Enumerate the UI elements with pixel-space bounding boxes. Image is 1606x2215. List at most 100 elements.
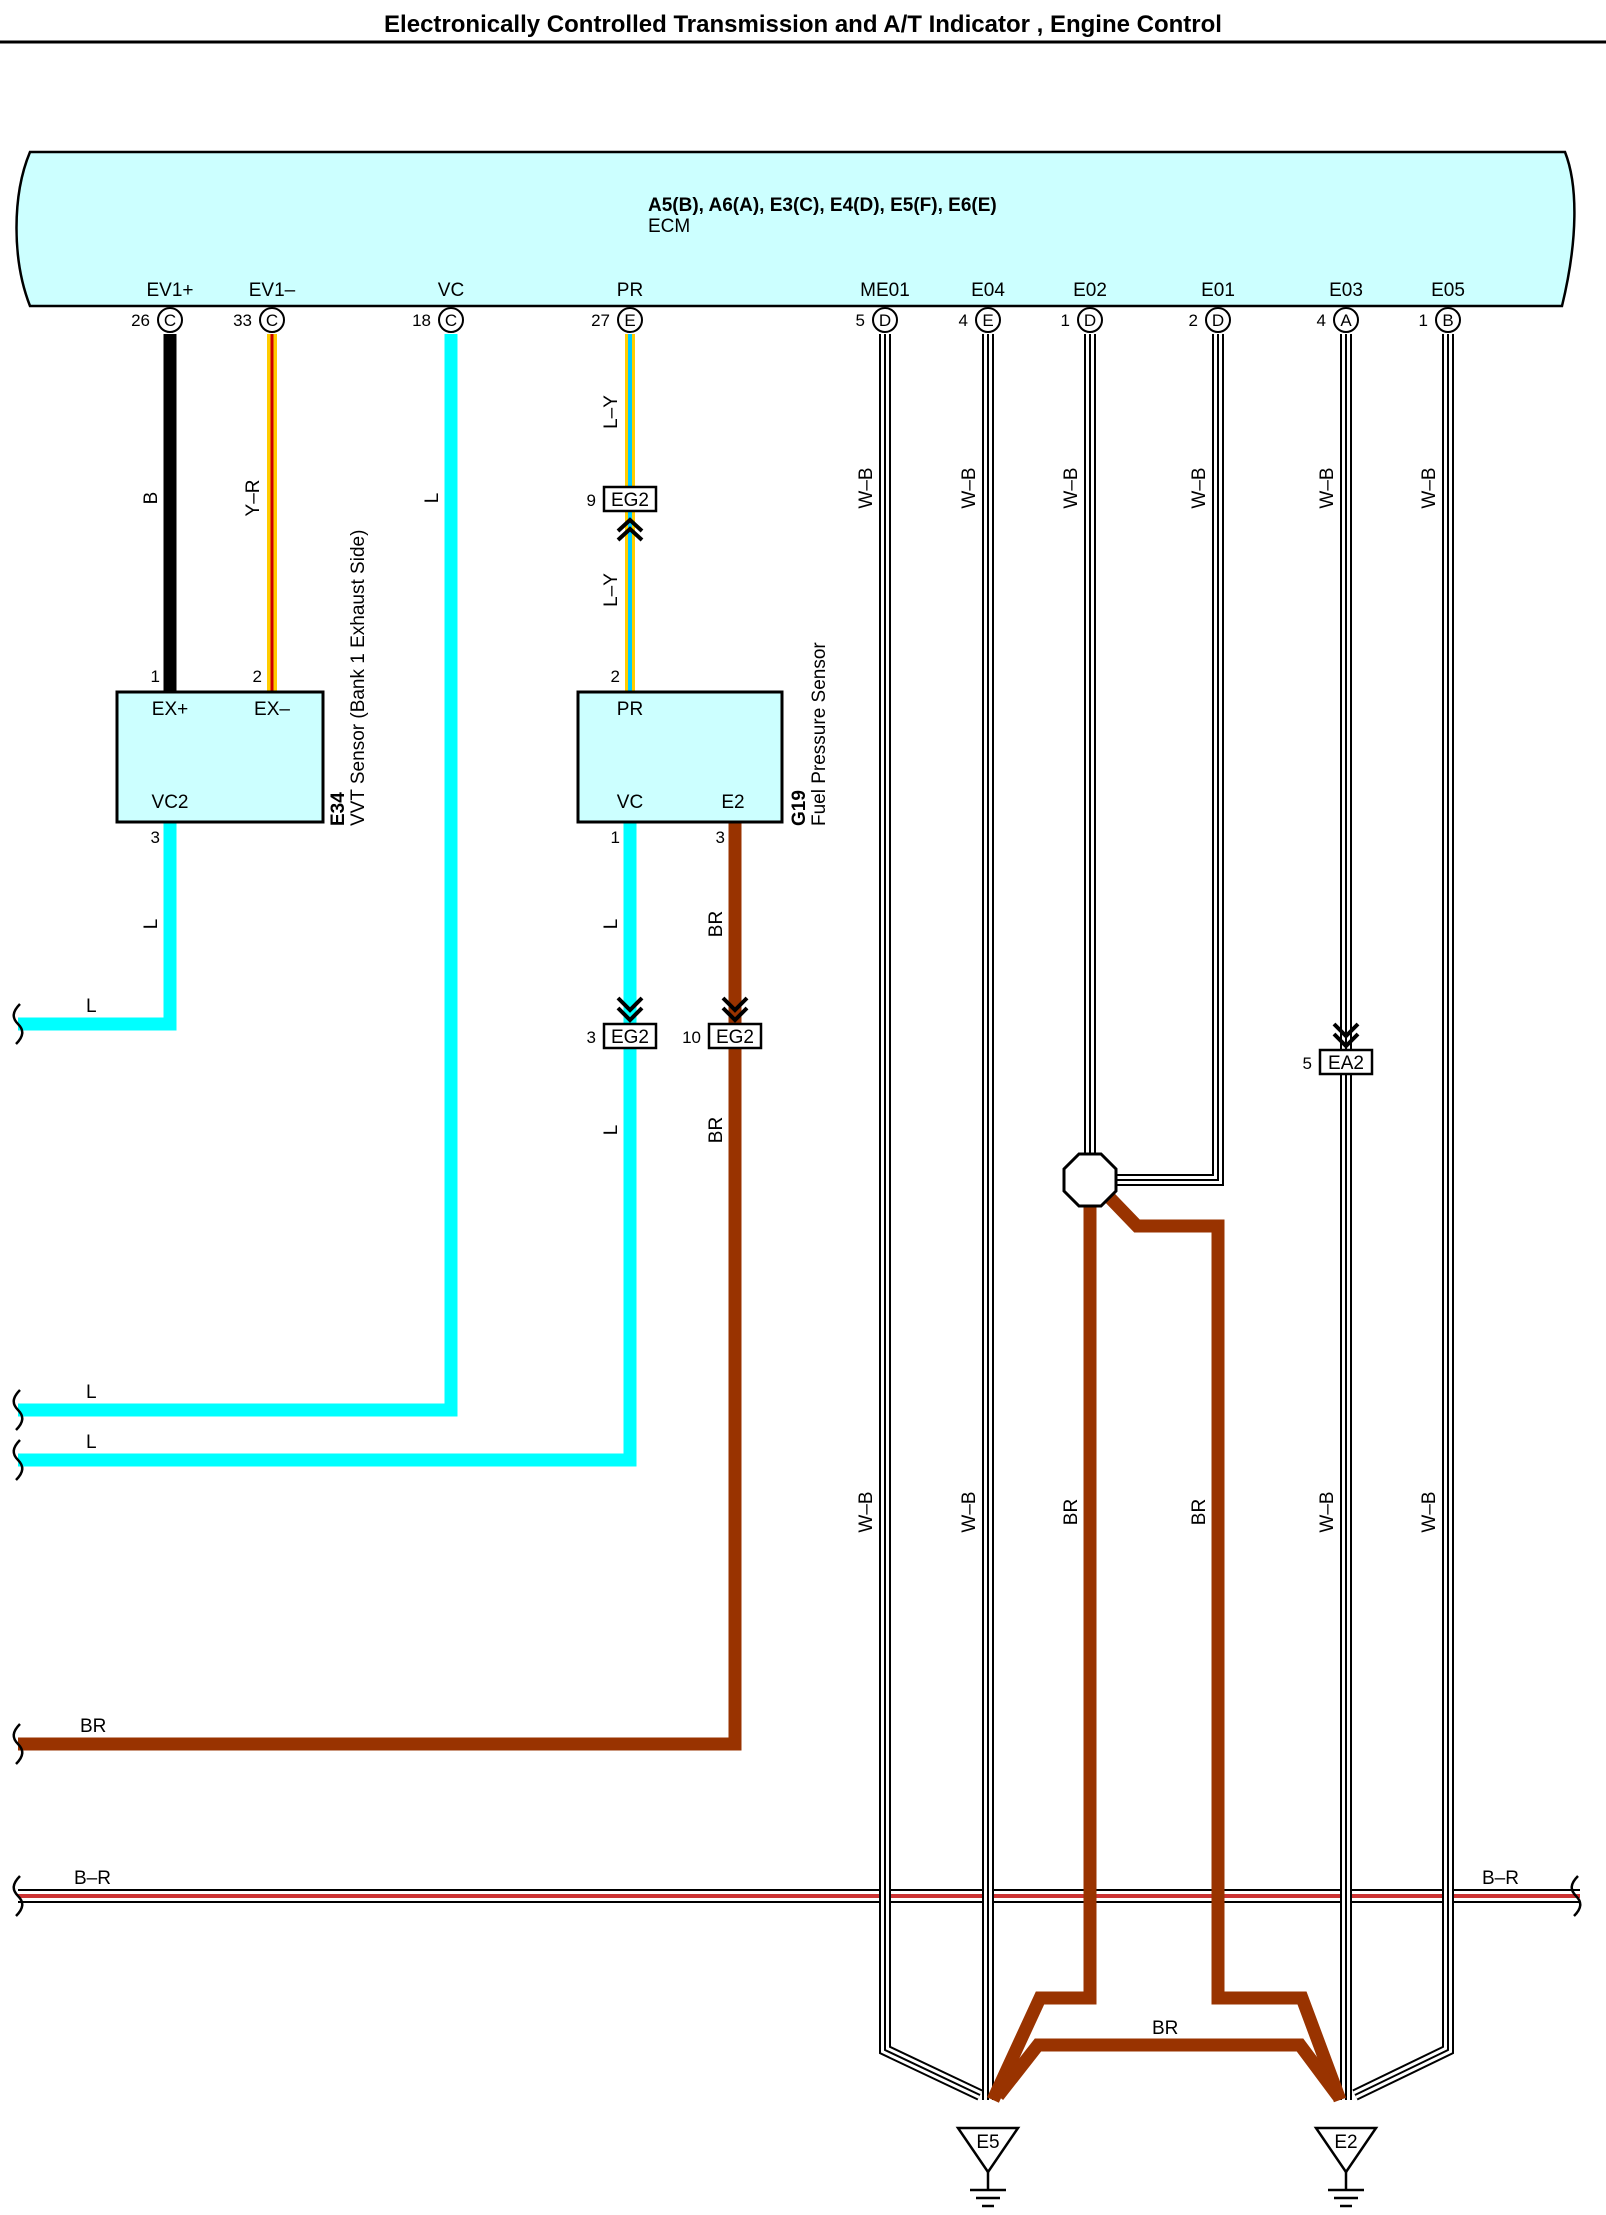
vvt-pin-num-3: 3 — [151, 828, 160, 847]
pin-2-d: D 2 — [1189, 307, 1231, 333]
fuel-sensor-code: G19 — [789, 790, 810, 826]
label-wb-e04-low: W–B — [959, 1491, 980, 1532]
svg-text:C: C — [445, 311, 457, 330]
label-l-y-1: L–Y — [601, 395, 622, 429]
svg-text:E5: E5 — [976, 2132, 999, 2153]
vvt-pin-vc2: VC2 — [152, 792, 189, 813]
ground-e2: E2 — [1313, 2126, 1379, 2208]
label-br-fuel-1: BR — [706, 911, 727, 937]
vvt-sensor-body — [115, 690, 325, 824]
svg-text:C: C — [164, 311, 176, 330]
wb-wires-center — [884, 334, 1449, 2100]
svg-text:18: 18 — [412, 311, 431, 330]
pin-name-ev1-plus: EV1+ — [146, 280, 193, 301]
svg-text:4: 4 — [1317, 311, 1326, 330]
vvt-pin-ex-minus: EX– — [254, 699, 290, 720]
svg-text:C: C — [266, 311, 278, 330]
wire-labels-horizontal: L L L BR B–R B–R BR — [74, 996, 1519, 2039]
svg-text:5: 5 — [856, 311, 865, 330]
pin-27-e: E 27 — [591, 307, 643, 333]
svg-text:EG2: EG2 — [716, 1027, 754, 1048]
label-wb-me01-low: W–B — [856, 1491, 877, 1532]
svg-text:9: 9 — [587, 491, 596, 510]
svg-text:E: E — [982, 311, 993, 330]
label-l-fuel-1: L — [601, 919, 622, 930]
fuel-pin-num-3: 3 — [716, 828, 725, 847]
vvt-sensor: EX+ EX– VC2 1 2 3 E34 VVT Sensor (Bank 1… — [115, 530, 369, 847]
pin-name-e05: E05 — [1431, 280, 1465, 301]
label-br-e01-low: BR — [1189, 1499, 1210, 1525]
label-b: B — [141, 492, 162, 505]
junction-ea2-5: EA2 5 — [1303, 1022, 1374, 1076]
chevron-down-icon — [1332, 1022, 1360, 1039]
label-l-left-3: L — [86, 1432, 97, 1453]
ecm-pin-labels: EV1+ EV1– VC PR ME01 E04 E02 E01 E03 E05 — [146, 280, 1464, 301]
chevron-down-icon — [721, 996, 749, 1013]
svg-text:5: 5 — [1303, 1054, 1312, 1073]
svg-text:E: E — [624, 311, 635, 330]
svg-text:4: 4 — [959, 311, 968, 330]
pin-18-c: C 18 — [412, 307, 464, 333]
svg-text:EA2: EA2 — [1328, 1053, 1364, 1074]
label-b-r-right: B–R — [1482, 1868, 1519, 1889]
label-l-vc2: L — [141, 919, 162, 930]
wire-labels-vertical: B Y–R L L–Y L–Y L L L BR BR W–B W–B W–B … — [141, 395, 1440, 1533]
page-title: Electronically Controlled Transmission a… — [384, 11, 1222, 38]
label-br-bottom: BR — [1152, 2018, 1178, 2039]
chevron-down-icon — [616, 1006, 644, 1023]
fuel-pin-pr: PR — [617, 699, 643, 720]
wire-fuel-vc-l — [18, 822, 637, 1467]
svg-text:D: D — [1212, 311, 1224, 330]
fuel-sensor-label: G19 Fuel Pressure Sensor — [789, 642, 830, 826]
label-wb-e04: W–B — [959, 467, 980, 508]
vvt-sensor-code: E34 — [328, 792, 349, 826]
svg-text:27: 27 — [591, 311, 610, 330]
pin-name-e01: E01 — [1201, 280, 1235, 301]
label-wb-e05-low: W–B — [1419, 1491, 1440, 1532]
wb-wires-inner — [881, 334, 1452, 2100]
vvt-pin-ex-plus: EX+ — [152, 699, 188, 720]
svg-text:10: 10 — [682, 1028, 701, 1047]
wires — [18, 334, 1580, 2103]
wb-wires-outer — [879, 334, 1454, 2101]
ecm-block: A5(B), A6(A), E3(C), E4(D), E5(F), E6(E)… — [15, 150, 1576, 308]
pin-33-c: C 33 — [233, 307, 285, 333]
label-l-fuel-2: L — [601, 1125, 622, 1136]
pin-name-vc: VC — [438, 280, 464, 301]
svg-text:B: B — [1442, 311, 1453, 330]
ecm-pins: C 26 C 33 C 18 E 27 D 5 E 4 — [131, 307, 1461, 333]
svg-text:3: 3 — [587, 1028, 596, 1047]
wire-break-marks — [12, 1003, 1582, 1917]
pin-name-e04: E04 — [971, 280, 1005, 301]
pin-5-d: D 5 — [856, 307, 898, 333]
pin-26-c: C 26 — [131, 307, 183, 333]
svg-text:EG2: EG2 — [611, 490, 649, 511]
label-br-e02-low: BR — [1061, 1499, 1082, 1525]
svg-text:EG2: EG2 — [611, 1027, 649, 1048]
pin-name-me01: ME01 — [860, 280, 910, 301]
pin-4-a: A 4 — [1317, 307, 1359, 333]
svg-text:D: D — [1084, 311, 1096, 330]
label-wb-e05: W–B — [1419, 467, 1440, 508]
chevron-up-icon — [616, 526, 644, 542]
junction-eg2-3: EG2 3 — [587, 996, 658, 1050]
label-b-r-left: B–R — [74, 1868, 111, 1889]
ecm-body — [15, 150, 1576, 308]
svg-text:D: D — [879, 311, 891, 330]
svg-text:1: 1 — [1061, 311, 1070, 330]
label-wb-e01: W–B — [1189, 467, 1210, 508]
pin-1-b: B 1 — [1419, 307, 1461, 333]
fuel-pin-num-2: 2 — [611, 667, 620, 686]
pin-name-pr: PR — [617, 280, 643, 301]
splice-point — [1062, 1152, 1118, 1208]
fuel-pin-vc: VC — [617, 792, 643, 813]
svg-text:2: 2 — [1189, 311, 1198, 330]
label-l-vc: L — [422, 493, 443, 504]
vvt-pin-num-1: 1 — [151, 667, 160, 686]
label-l-left-1: L — [86, 996, 97, 1017]
pin-1-d: D 1 — [1061, 307, 1103, 333]
junction-eg2-9: EG2 9 — [587, 485, 658, 542]
chevron-down-icon — [1332, 1032, 1360, 1049]
wire-vc-l — [18, 334, 458, 1417]
label-br-left: BR — [80, 1716, 106, 1737]
